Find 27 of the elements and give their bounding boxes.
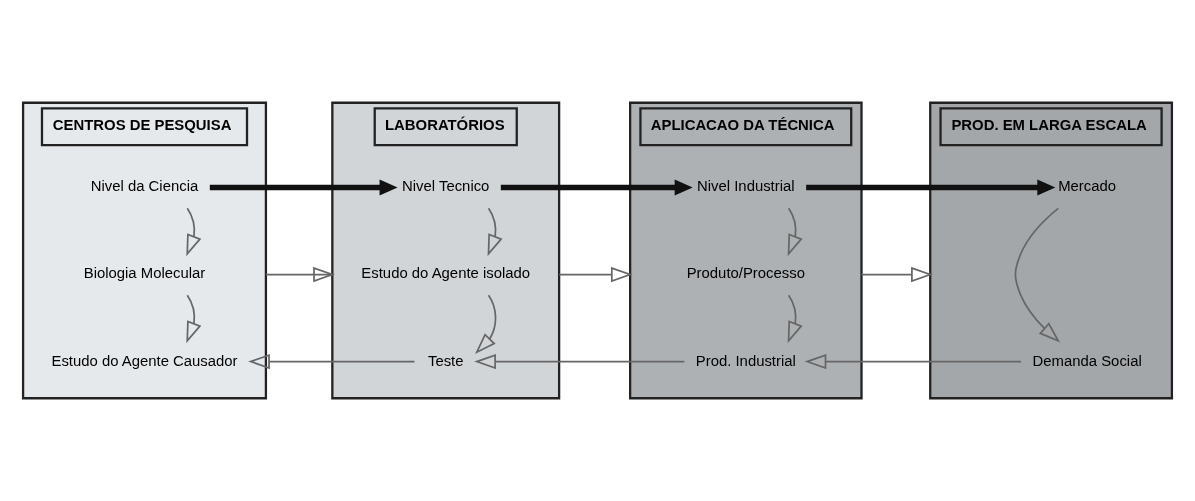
- node-text: Teste: [427, 352, 464, 369]
- arrow: [500, 179, 693, 196]
- node-text: Nivel da Ciencia: [90, 178, 199, 195]
- arrow: [860, 266, 933, 283]
- arrow: [787, 294, 803, 344]
- node-text: Estudo do Agente isolado: [361, 265, 531, 282]
- arrow: [186, 207, 202, 257]
- arrow: [248, 353, 416, 370]
- node-text: Demanda Social: [1032, 352, 1142, 369]
- arrow: [487, 207, 503, 257]
- arrow: [474, 353, 686, 370]
- node-text: Produto/Processo: [686, 265, 805, 282]
- arrow: [186, 294, 202, 344]
- arrow: [1014, 207, 1061, 343]
- node-text: Nivel Industrial: [697, 178, 795, 195]
- node-text: Mercado: [1058, 178, 1117, 195]
- arrow: [804, 353, 1022, 370]
- arrow: [209, 179, 398, 196]
- node-text: Estudo do Agente Causador: [51, 352, 238, 369]
- arrow: [265, 266, 335, 283]
- arrow: [806, 179, 1056, 196]
- node-text: Prod. Industrial: [695, 352, 796, 369]
- arrow: [787, 207, 803, 257]
- node-text: Nivel Tecnico: [402, 178, 490, 195]
- arrow: [558, 266, 633, 283]
- node-text: Biologia Molecular: [83, 265, 206, 282]
- arrow: [475, 294, 497, 355]
